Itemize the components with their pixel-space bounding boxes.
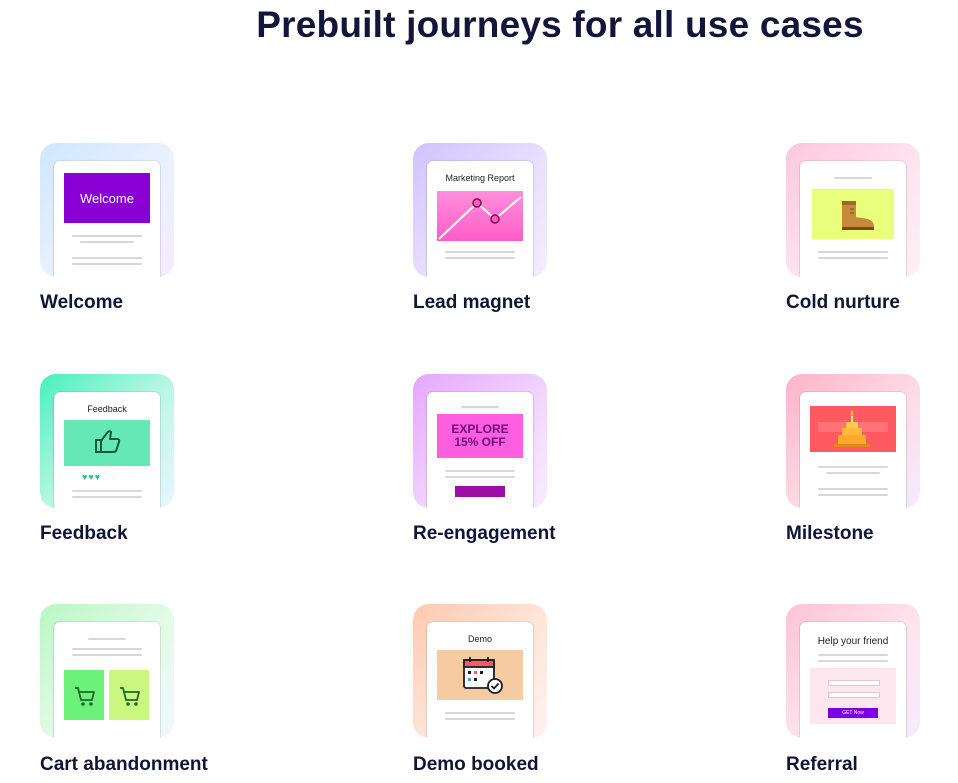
text-line (72, 235, 142, 237)
line-chart-icon (437, 191, 523, 241)
journey-label[interactable]: Demo booked (413, 754, 539, 775)
form-field[interactable] (828, 680, 880, 686)
text-line (72, 654, 142, 656)
referral-form: GET Now (810, 668, 896, 724)
journey-tile-re-engagement[interactable]: EXPLORE 15% OFF (413, 374, 547, 508)
email-preview: Demo (427, 622, 533, 738)
preview-caption: Help your friend (817, 636, 889, 647)
rating-hearts: ♥♥♥♡♡ (82, 472, 120, 482)
journey-tile-cold-nurture[interactable] (786, 143, 920, 277)
text-line (88, 638, 126, 640)
text-line (818, 660, 888, 662)
text-line (72, 490, 142, 492)
text-line (445, 712, 515, 714)
text-line (818, 654, 888, 656)
journey-tile-demo-booked[interactable]: Demo (413, 604, 547, 738)
banner-line-2: 15% OFF (454, 435, 506, 449)
text-line (461, 406, 499, 408)
preview-caption: Feedback (87, 404, 127, 414)
email-preview: Feedback ♥♥♥♡♡ (54, 392, 160, 508)
journey-label[interactable]: Re-engagement (413, 523, 556, 544)
journey-tile-feedback[interactable]: Feedback ♥♥♥♡♡ (40, 374, 174, 508)
preview-caption: Marketing Report (445, 173, 515, 183)
text-line (72, 496, 142, 498)
journey-tile-cart-abandonment[interactable] (40, 604, 174, 738)
journey-tile-welcome[interactable]: Welcome (40, 143, 174, 277)
text-line (445, 251, 515, 253)
text-line (72, 257, 142, 259)
banner-text: Welcome (80, 190, 134, 206)
calendar-check-icon (437, 650, 523, 700)
text-line (818, 257, 888, 259)
email-preview: Help your friend GET Now (800, 622, 906, 738)
email-preview: Marketing Report (427, 161, 533, 277)
journey-tile-referral[interactable]: Help your friend GET Now (786, 604, 920, 738)
cta-button[interactable] (455, 486, 505, 497)
text-line (826, 472, 880, 474)
page-title: Prebuilt journeys for all use cases (256, 4, 864, 45)
email-preview (800, 161, 906, 277)
form-field[interactable] (828, 692, 880, 698)
journey-tile-lead-magnet[interactable]: Marketing Report (413, 143, 547, 277)
text-line (445, 476, 515, 478)
welcome-banner: Welcome (64, 173, 150, 223)
discount-banner: EXPLORE 15% OFF (437, 414, 523, 458)
text-line (818, 488, 888, 490)
text-line (72, 263, 142, 265)
shopping-cart-icon (109, 670, 149, 720)
text-line (818, 494, 888, 496)
text-line (818, 251, 888, 253)
banner-line-1: EXPLORE (451, 422, 509, 436)
journey-label[interactable]: Milestone (786, 523, 874, 544)
text-line (80, 241, 134, 243)
boot-icon (812, 189, 894, 239)
text-line (818, 466, 888, 468)
email-preview: Welcome (54, 161, 160, 277)
text-line (834, 177, 872, 179)
birthday-cake-icon (810, 406, 896, 452)
text-line (445, 718, 515, 720)
thumbs-up-icon (64, 420, 150, 466)
journey-tile-milestone[interactable] (786, 374, 920, 508)
journey-label[interactable]: Cold nurture (786, 292, 900, 313)
email-preview: EXPLORE 15% OFF (427, 392, 533, 508)
shopping-cart-icon (64, 670, 104, 720)
email-preview (54, 622, 160, 738)
journey-label[interactable]: Welcome (40, 292, 124, 313)
get-now-button[interactable]: GET Now (828, 708, 878, 718)
journey-label[interactable]: Feedback (40, 523, 128, 544)
text-line (72, 648, 142, 650)
text-line (445, 470, 515, 472)
journey-label[interactable]: Cart abandonment (40, 754, 208, 775)
journey-label[interactable]: Referral (786, 754, 858, 775)
preview-caption: Demo (467, 634, 492, 644)
text-line (445, 257, 515, 259)
email-preview (800, 392, 906, 508)
journey-label[interactable]: Lead magnet (413, 292, 531, 313)
